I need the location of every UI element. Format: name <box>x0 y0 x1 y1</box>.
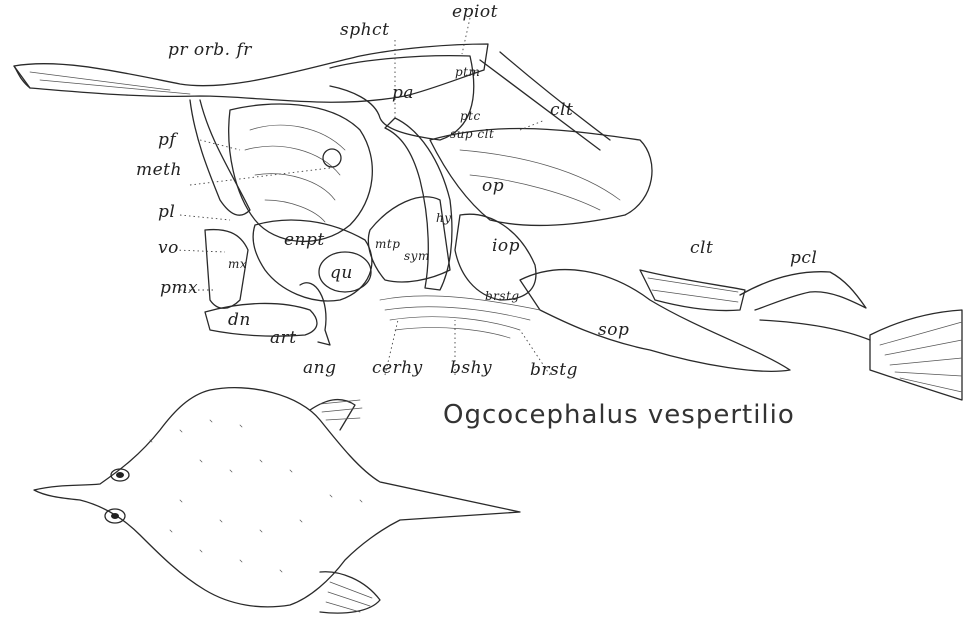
label-sym: sym <box>404 250 430 262</box>
label-meth: meth <box>136 162 182 179</box>
label-dn: dn <box>228 312 251 329</box>
skull-drawing <box>14 18 962 400</box>
label-clt-top: clt <box>550 102 573 119</box>
label-vo: vo <box>158 240 179 257</box>
label-sphct: sphct <box>340 22 389 39</box>
label-brstg-upper: brstg <box>485 290 520 302</box>
label-pcl: pcl <box>790 250 817 267</box>
label-ptm: ptm <box>455 66 480 78</box>
label-pa: pa <box>392 85 414 102</box>
label-ptc: ptc <box>460 110 481 122</box>
label-sup-clt: sup clt <box>450 128 494 140</box>
label-iop: iop <box>492 238 520 255</box>
label-sop: sop <box>598 322 629 339</box>
label-pf: pf <box>158 132 176 149</box>
label-enpt: enpt <box>284 232 325 249</box>
label-hy: hy <box>436 212 452 224</box>
label-mx: mx <box>228 258 247 270</box>
species-caption: Ogcocephalus vespertilio <box>443 400 795 430</box>
label-op: op <box>482 178 504 195</box>
label-clt-right: clt <box>690 240 713 257</box>
label-cerhy: cerhy <box>372 360 423 377</box>
label-pmx: pmx <box>160 280 198 297</box>
label-mtp: mtp <box>375 238 400 250</box>
label-pr-orb-fr: pr orb. fr <box>168 42 252 59</box>
label-art: art <box>270 330 297 347</box>
label-brstg: brstg <box>530 362 578 379</box>
label-bshy: bshy <box>450 360 492 377</box>
label-qu: qu <box>330 265 353 282</box>
label-epiot: epiot <box>452 4 498 21</box>
label-pl: pl <box>158 204 175 221</box>
label-ang: ang <box>303 360 336 377</box>
